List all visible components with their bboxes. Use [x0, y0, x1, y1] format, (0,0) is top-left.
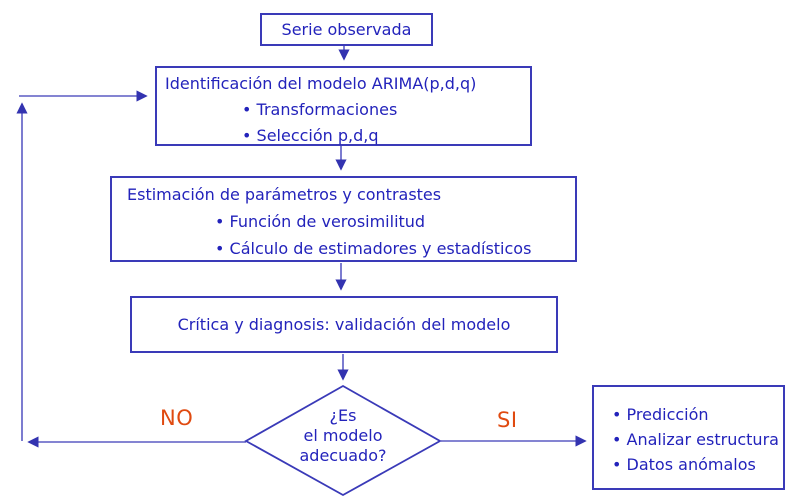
- edge-label-si: SI: [497, 408, 518, 432]
- bullet-item: Predicción: [612, 402, 783, 427]
- node-estimacion-bullets: Función de verosimilitud Cálculo de esti…: [127, 208, 575, 262]
- bullet-item: Transformaciones: [242, 97, 530, 123]
- node-identificacion-title: Identificación del modelo ARIMA(p,d,q): [165, 74, 477, 93]
- node-identificacion-bullets: Transformaciones Selección p,d,q: [165, 97, 530, 149]
- bullet-item: Datos anómalos: [612, 452, 783, 477]
- node-salida: Predicción Analizar estructura Datos anó…: [592, 385, 785, 490]
- decision-diamond-text: ¿Es el modelo adecuado?: [263, 406, 423, 466]
- node-salida-bullets: Predicción Analizar estructura Datos anó…: [612, 402, 783, 477]
- decision-line: ¿Es: [329, 406, 357, 425]
- node-serie-observada-label: Serie observada: [281, 19, 412, 39]
- node-critica-diagnosis: Crítica y diagnosis: validación del mode…: [130, 296, 558, 353]
- decision-line: el modelo: [303, 426, 383, 445]
- bullet-item: Analizar estructura: [612, 427, 783, 452]
- decision-diamond-shape: [244, 384, 442, 497]
- node-identificacion: Identificación del modelo ARIMA(p,d,q) T…: [155, 66, 532, 146]
- node-critica-diagnosis-label: Crítica y diagnosis: validación del mode…: [177, 314, 511, 334]
- node-serie-observada: Serie observada: [260, 13, 433, 46]
- edge-label-no: NO: [160, 406, 194, 430]
- bullet-item: Cálculo de estimadores y estadísticos: [215, 235, 575, 262]
- bullet-item: Función de verosimilitud: [215, 208, 575, 235]
- node-estimacion: Estimación de parámetros y contrastes Fu…: [110, 176, 577, 262]
- node-estimacion-title: Estimación de parámetros y contrastes: [127, 185, 442, 204]
- decision-line: adecuado?: [299, 446, 387, 465]
- bullet-item: Selección p,d,q: [242, 123, 530, 149]
